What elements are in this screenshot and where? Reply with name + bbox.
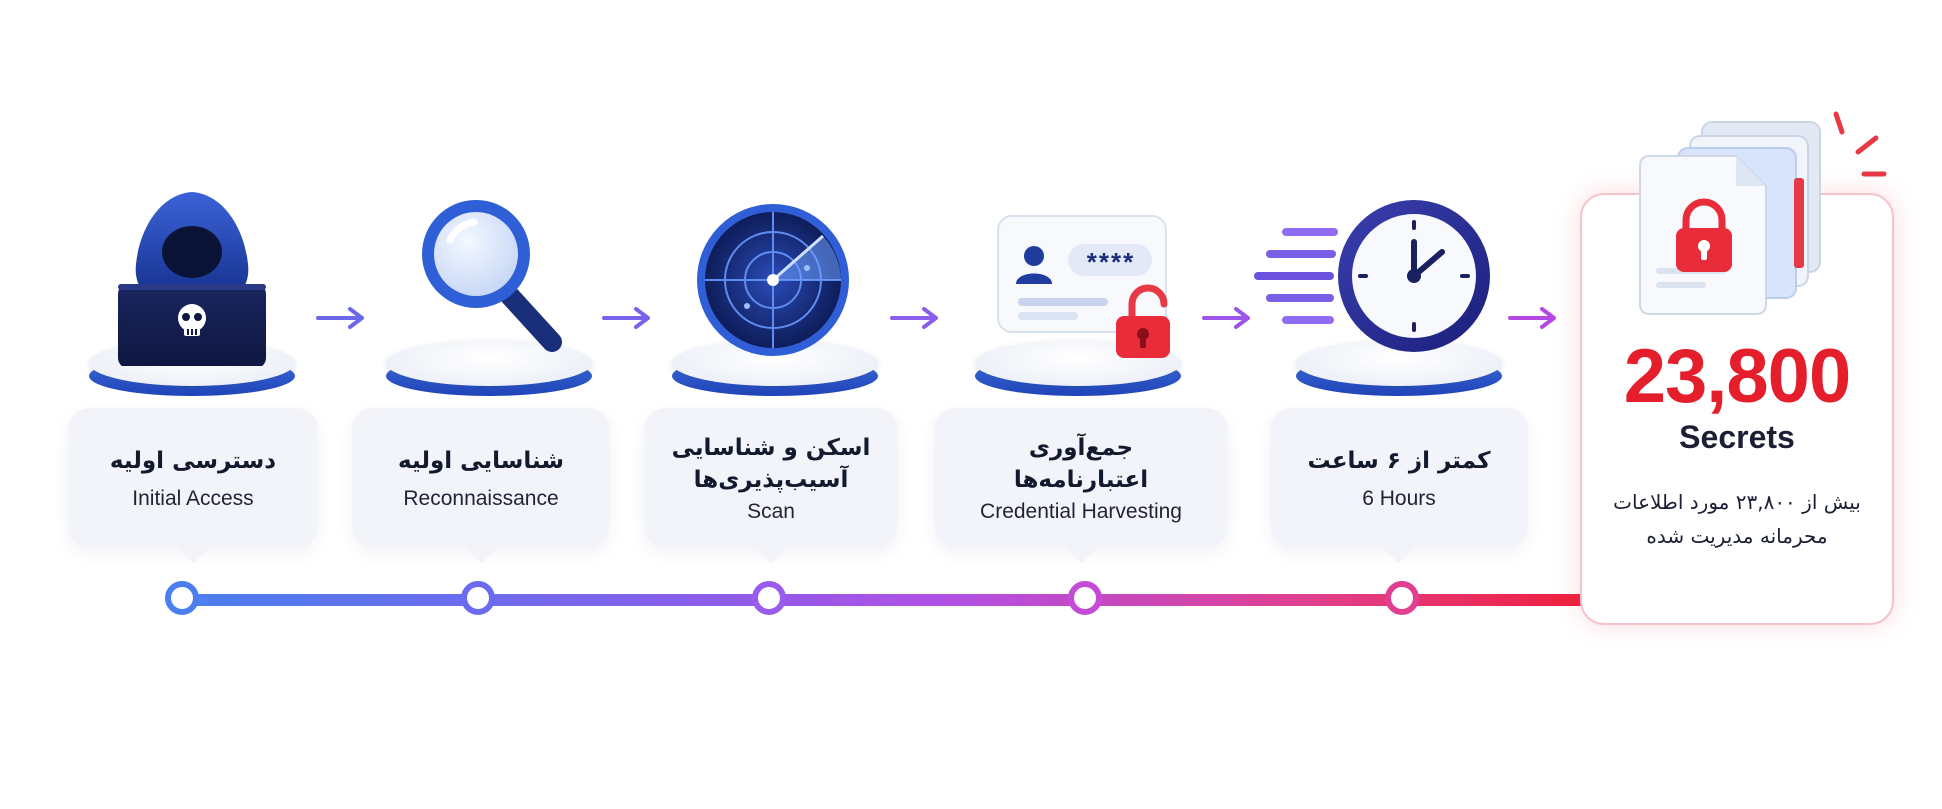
step-title-en: 6 Hours: [1362, 487, 1436, 510]
step-title-en: Reconnaissance: [403, 487, 559, 510]
step-card-initial-access: دسترسی اولیه Initial Access: [68, 408, 318, 564]
arrow-right-icon: [1508, 307, 1556, 329]
timeline-dot: [165, 581, 199, 615]
secrets-description: بیش از ۲۳,۸۰۰ مورد اطلاعات محرمانه مدیری…: [1613, 490, 1861, 548]
pedestal: [975, 330, 1181, 396]
clock-icon: [1338, 200, 1490, 352]
timeline-dot: [1068, 581, 1102, 615]
step-title-fa: دسترسی اولیه: [109, 448, 277, 474]
timeline-dot: [1385, 581, 1419, 615]
arrow-right-icon: [1202, 307, 1250, 329]
arrow-right-icon: [602, 307, 650, 329]
step-title-fa: کمتر از ۶ ساعت: [1307, 448, 1491, 474]
arrow-right-icon: [316, 307, 364, 329]
speed-lines-icon: [1254, 228, 1338, 324]
step-card-credential-harvesting: جمع‌آوری اعتبارنامه‌ها Credential Harves…: [934, 408, 1228, 564]
step-title-en: Scan: [747, 500, 795, 523]
radar-icon: [697, 204, 849, 356]
credential-card-icon: ****: [996, 214, 1168, 336]
credential-mask: ****: [1086, 247, 1136, 277]
secrets-count: 23,800: [1623, 334, 1851, 419]
step-title-fa: شناسایی اولیه: [398, 448, 564, 474]
secrets-label: Secrets: [1679, 419, 1795, 455]
secret-documents-icon: [1639, 111, 1887, 315]
step-title-fa: اسکن و شناسایی آسیب‌پذیری‌ها: [671, 435, 871, 493]
unlocked-padlock-icon: [1116, 284, 1170, 358]
step-card-scan: اسکن و شناسایی آسیب‌پذیری‌ها Scan: [644, 408, 898, 564]
hacker-icon: [118, 192, 266, 366]
magnifier-icon: [422, 200, 562, 352]
arrow-right-icon: [890, 307, 938, 329]
step-card-6-hours: کمتر از ۶ ساعت 6 Hours: [1270, 408, 1528, 564]
step-title-en: Credential Harvesting: [980, 500, 1182, 523]
timeline-dot: [752, 581, 786, 615]
step-title-en: Initial Access: [132, 487, 254, 510]
step-title-fa: جمع‌آوری اعتبارنامه‌ها: [1013, 435, 1149, 493]
step-card-reconnaissance: شناسایی اولیه Reconnaissance: [352, 408, 610, 564]
timeline-dot: [461, 581, 495, 615]
timeline-line: [180, 594, 1592, 606]
